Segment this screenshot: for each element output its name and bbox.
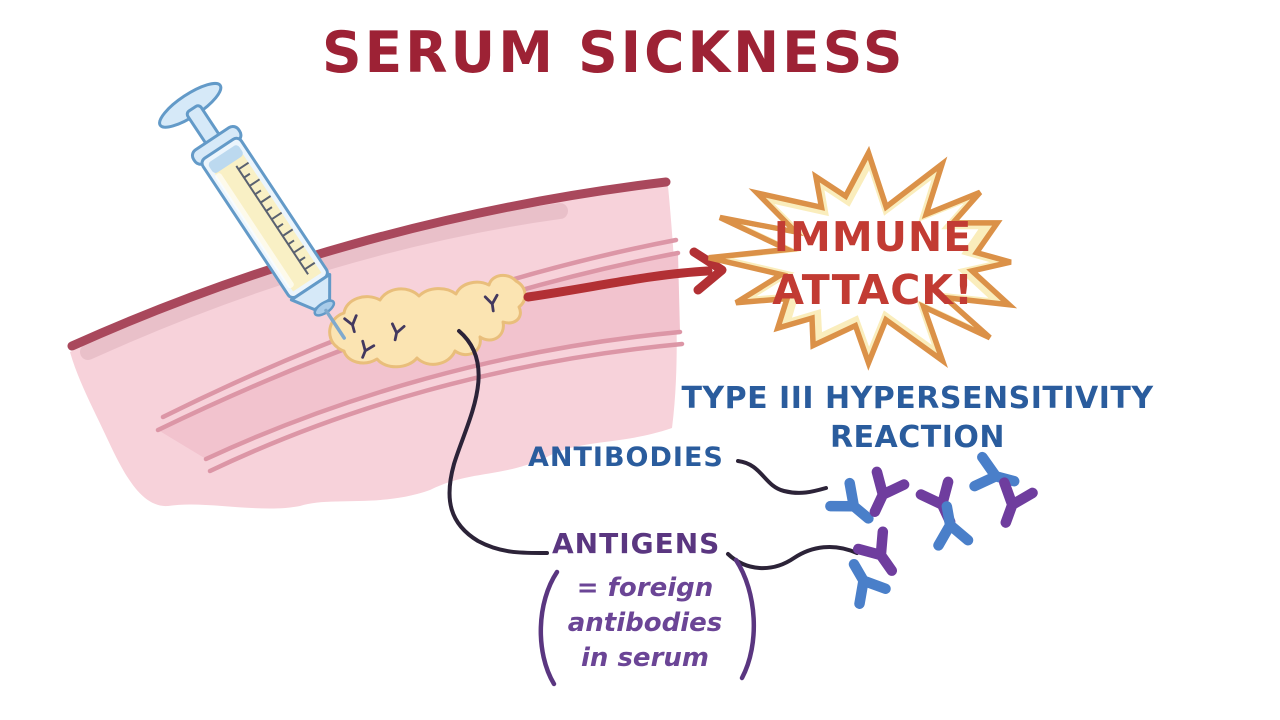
hypersensitivity-line2: REACTION [829,420,1006,455]
antigens-label: ANTIGENS [552,527,721,560]
antigens-note-line1: = foreign [576,573,714,603]
antigens-note: = foreign antibodies in serum [545,571,745,676]
syringe-scale-line [235,165,309,275]
arrow-shaft [523,266,713,302]
arrow-icon [523,247,727,302]
antibody-y-icon [932,504,968,546]
syringe-highlight [215,173,294,289]
vessel-outer-wall-line [67,177,671,351]
antigen-note-parentheses [538,557,757,687]
antigens-note-line2: antibodies [567,608,723,639]
blob-to-antigens-connector [447,329,549,556]
serum-blob-shape [328,273,527,369]
right-parenthesis [733,557,757,681]
syringe-plunger-flange [158,81,223,129]
syringe-graduation-ticks [237,161,316,271]
immune-attack-line2: ATTACK! [772,266,974,315]
antigen-y-icon [858,532,904,580]
arrow-head [689,247,727,295]
syringe-plunger-seal [208,145,243,173]
hypersensitivity-line1: TYPE III HYPERSENSITIVITY [681,381,1154,416]
syringe-icon [158,81,346,340]
syringe-serum-liquid [214,154,322,292]
antigens-to-complex-connector [726,545,859,571]
starburst-inner [733,170,990,347]
starburst-shape [708,145,1018,371]
antibodies-to-complexes-connector [736,459,828,495]
vessel-wall-line [207,341,685,474]
vessel-wall-line [203,329,683,462]
hypersensitivity-label: TYPE III HYPERSENSITIVITY REACTION [655,379,1180,457]
page-title: SERUM SICKNESS [322,18,906,86]
immune-attack-label: IMMUNE ATTACK! [758,211,988,318]
immune-complexes [830,457,1032,604]
immune-attack-line1: IMMUNE [773,213,973,261]
left-parenthesis [538,569,560,687]
antigens-note-line3: in serum [580,643,709,674]
antibody-y-icon [841,557,885,604]
connector-lines [447,329,859,571]
antibodies-label: ANTIBODIES [528,442,724,473]
antigen-y-icon [992,483,1033,528]
serum-blob [328,273,527,369]
syringe-needle [324,308,346,340]
antibody-y-icon [830,483,878,530]
